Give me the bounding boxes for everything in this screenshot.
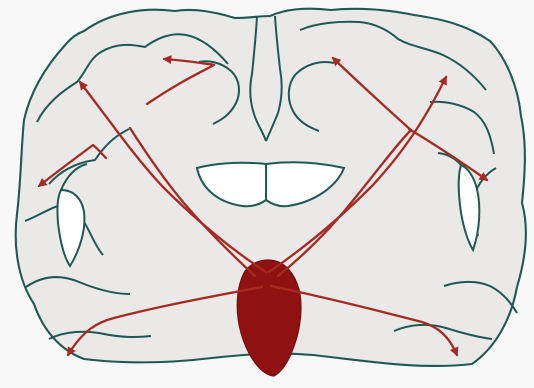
brain-diagram bbox=[0, 0, 534, 388]
brain-diagram-stage bbox=[0, 0, 534, 388]
